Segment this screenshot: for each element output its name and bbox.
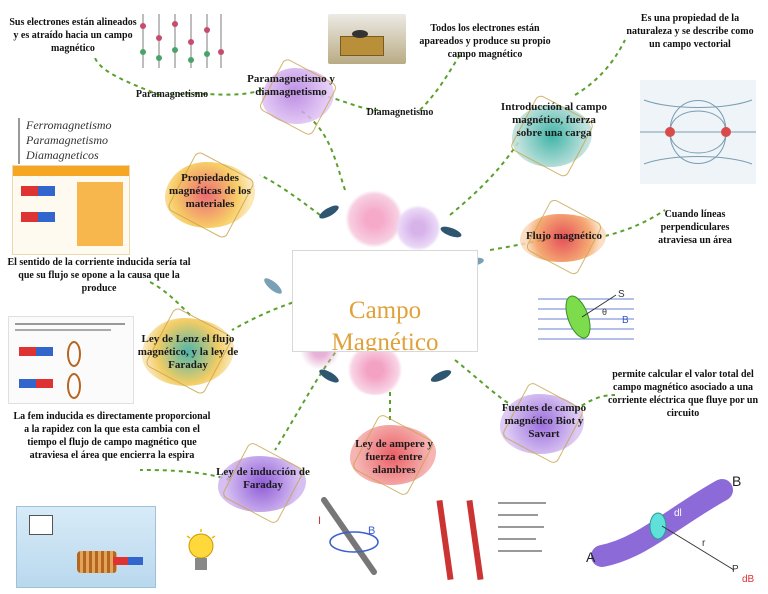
dl-label: dl	[674, 508, 682, 519]
lenz-magnet	[19, 379, 53, 388]
lenz-coil	[67, 373, 81, 399]
topic-blob	[512, 105, 592, 167]
biot-savart-diagram: A B dl r P dB	[586, 473, 755, 585]
central-title-line2: Magnético	[331, 329, 439, 352]
formula-line	[498, 514, 538, 516]
lenz-coil	[67, 341, 81, 367]
formula-line	[498, 526, 544, 528]
point-b-label: B	[732, 473, 741, 489]
note-lenz: El sentido de la corriente inducida serí…	[7, 257, 191, 294]
bar-magnet	[113, 557, 143, 565]
db-label: dB	[742, 574, 755, 585]
ampere-wire-diagram: I B	[318, 497, 379, 575]
materials-item: Ferromagnetismo	[26, 118, 112, 132]
flower-decoration	[345, 345, 405, 395]
infographic-magnet	[21, 212, 55, 222]
infographic-bar	[13, 166, 129, 176]
topic-biot: Fuentes de campo magnético Biot y Savart	[501, 402, 587, 440]
faraday-apparatus-image	[16, 506, 156, 588]
central-topic: Campo Magnético	[292, 250, 478, 352]
infographic-magnet	[21, 186, 55, 196]
topic-blob	[218, 456, 306, 512]
topic-propiedades: Propiedades magnéticas de los materiales	[169, 172, 251, 210]
note-diamagnetismo: Todos los electrones están apareados y p…	[419, 23, 551, 60]
subtopic-paramagnetismo: Paramagnetismo	[135, 89, 209, 100]
magnet-block	[340, 36, 384, 56]
field-label: B	[368, 525, 375, 537]
lenz-text-line	[15, 329, 111, 331]
central-title-line1: Campo	[348, 297, 422, 324]
lenz-text-line	[15, 323, 125, 325]
materials-item: Diamagneticos	[26, 148, 99, 162]
current-label: I	[318, 515, 321, 527]
formula-line	[498, 538, 536, 540]
coil	[77, 551, 117, 573]
materials-list-card: Ferromagnetismo Paramagnetismo Diamagnet…	[18, 118, 130, 164]
topic-intro: Introducción al campo magnético, fuerza …	[500, 101, 608, 139]
flux-diagram: S θ B	[538, 289, 634, 340]
paramagnetism-spins-image	[140, 14, 224, 68]
field-lines-image	[640, 80, 756, 184]
subtopic-diamagnetismo: Diamagnetismo	[366, 107, 434, 118]
topic-flujo: Flujo magnético	[525, 230, 603, 242]
point-a-label: A	[586, 549, 596, 565]
note-biot: permite calcular el valor total del camp…	[607, 369, 759, 419]
topic-faraday: Ley de inducción de Faraday	[216, 466, 310, 491]
note-paramagnetismo: Sus electrones están alineados y es atra…	[9, 17, 137, 54]
topic-blob	[262, 68, 334, 124]
topic-ampere: Ley de ampere y fuerza entre alambres	[355, 438, 433, 476]
materials-item: Paramagnetismo	[26, 133, 108, 147]
lenz-diagram	[8, 316, 134, 404]
b-vector-label: B	[622, 315, 629, 326]
diamagnetism-photo	[328, 14, 406, 64]
theta-label: θ	[602, 307, 607, 317]
point-p-label: P	[732, 564, 739, 575]
topic-blob	[520, 214, 606, 262]
topic-blob	[350, 425, 436, 485]
topic-lenz: Ley de Lenz el flujo magnético, y la ley…	[137, 333, 239, 371]
flower-decoration	[395, 205, 441, 251]
s-vector-label: S	[618, 289, 625, 300]
topic-blob	[165, 162, 255, 228]
materials-infographic	[12, 165, 130, 255]
lightbulb-icon	[186, 529, 216, 570]
topic-blob	[142, 318, 234, 386]
note-faraday: La fem inducida es directamente proporci…	[13, 411, 211, 461]
formula-line	[498, 550, 542, 552]
galvanometer	[29, 515, 53, 535]
topic-blob	[500, 394, 584, 454]
note-intro: Es una propiedad de la naturaleza y se d…	[626, 13, 754, 50]
parallel-wires-image	[420, 494, 550, 584]
formula-line	[498, 502, 546, 504]
r-label: r	[702, 538, 706, 549]
magnet-disc	[352, 30, 368, 38]
note-flujo: Cuando líneas perpendiculares atraviesa …	[658, 209, 732, 246]
topic-paramag-diamag: Paramagnetismo y diamagnetismo	[247, 73, 335, 98]
wire	[436, 499, 454, 581]
lenz-magnet	[19, 347, 53, 356]
wire	[466, 499, 484, 581]
infographic-panel	[77, 182, 123, 246]
flower-decoration	[345, 190, 403, 248]
